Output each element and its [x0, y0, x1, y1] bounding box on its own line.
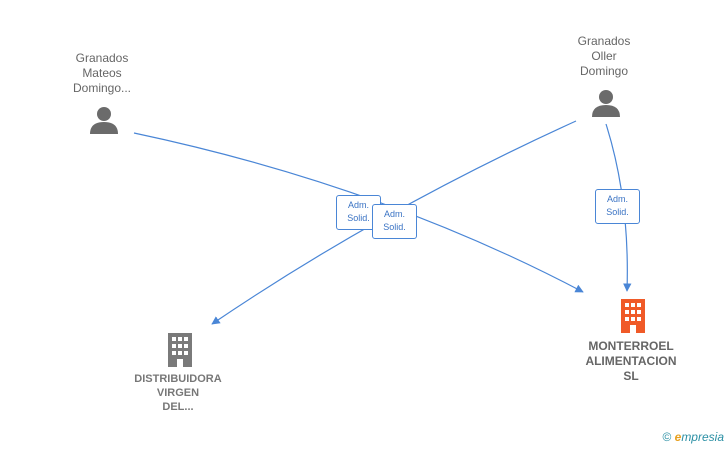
person-label-granados-mateos[interactable]: Granados Mateos Domingo...	[72, 51, 132, 95]
person-icon[interactable]	[89, 105, 119, 135]
company-label-distribuidora[interactable]: DISTRIBUIDORA VIRGEN DEL...	[134, 373, 222, 413]
building-icon[interactable]	[617, 298, 649, 334]
relation-label[interactable]: Adm. Solid.	[372, 204, 417, 239]
person-label-granados-oller[interactable]: Granados Oller Domingo	[577, 34, 631, 78]
person-icon[interactable]	[591, 88, 621, 118]
company-label-monterroel[interactable]: MONTERROEL ALIMENTACION SL	[585, 339, 677, 383]
relation-label[interactable]: Adm. Solid.	[595, 189, 640, 224]
building-icon[interactable]	[164, 332, 196, 368]
brand-logo: © empresia	[662, 430, 724, 444]
copyright-icon: ©	[662, 430, 672, 444]
